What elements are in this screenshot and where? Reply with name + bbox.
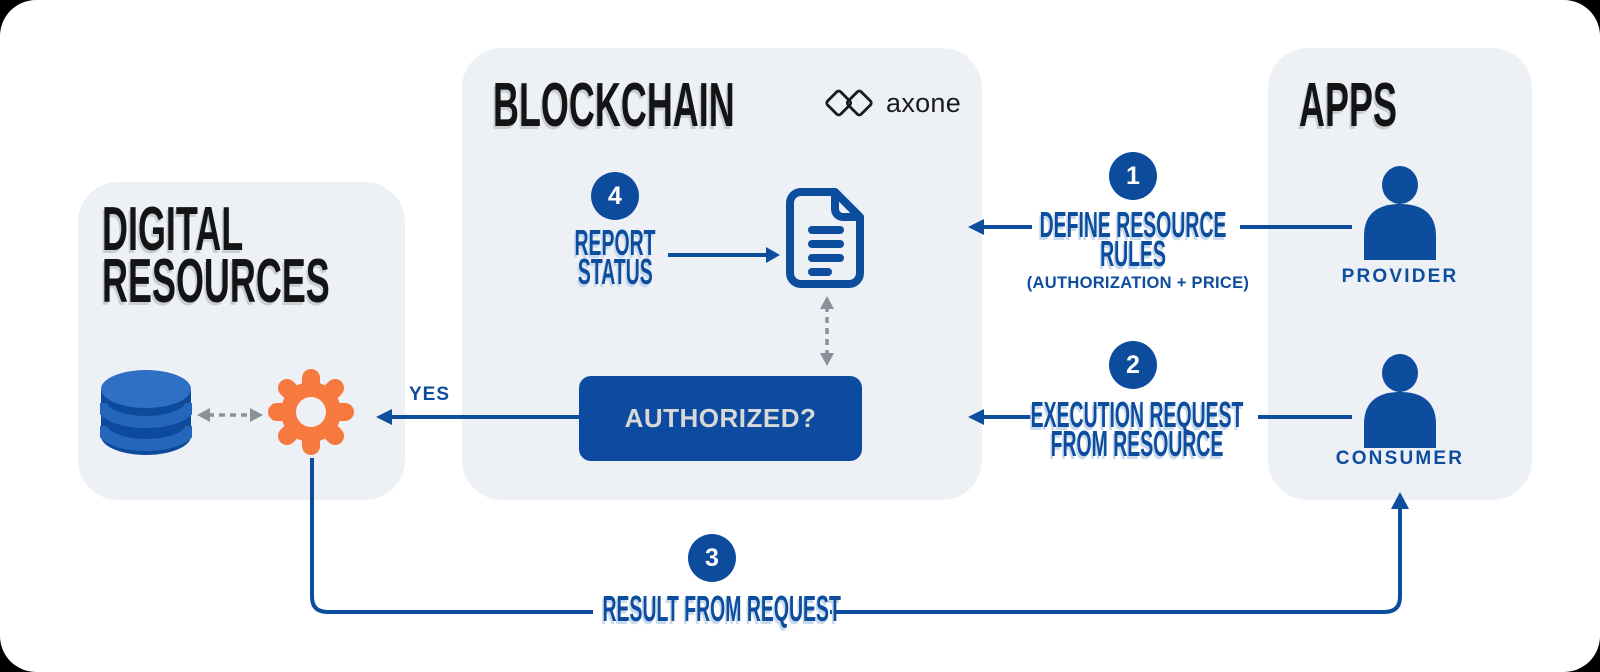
axone-diamonds-icon <box>825 89 873 117</box>
document-icon <box>786 188 864 288</box>
step4-badge: 4 <box>591 172 639 220</box>
step3-label: RESULT FROM REQUEST <box>602 588 841 629</box>
axone-logo: axone <box>820 80 961 126</box>
blockchain-title: BLOCKCHAIN <box>493 71 735 140</box>
step2-badge: 2 <box>1109 341 1157 389</box>
step1-label: DEFINE RESOURCE RULES <box>1039 204 1227 274</box>
consumer-label: CONSUMER <box>1335 448 1465 469</box>
step2-label: EXECUTION REQUEST FROM RESOURCE <box>1030 394 1244 464</box>
step1-badge: 1 <box>1109 152 1157 200</box>
digital-resources-title-line1: DIGITAL <box>102 195 244 264</box>
database-icon <box>100 370 192 455</box>
axone-logo-text: axone <box>886 87 962 118</box>
step3-badge: 3 <box>688 534 736 582</box>
provider-person-icon <box>1364 166 1436 260</box>
digital-resources-title-line2: RESOURCES <box>102 247 330 317</box>
step1-sublabel: (AUTHORIZATION + PRICE) <box>1026 274 1250 292</box>
provider-label: PROVIDER <box>1341 266 1459 287</box>
step4-label: REPORT STATUS <box>574 222 656 292</box>
authorized-box-label: AUTHORIZED? <box>624 403 817 433</box>
authorized-box: AUTHORIZED? <box>579 376 862 461</box>
apps-title: APPS <box>1299 71 1397 140</box>
gear-icon <box>268 369 354 455</box>
consumer-person-icon <box>1364 354 1436 448</box>
digital-resources-title: DIGITAL RESOURCES <box>102 195 495 317</box>
yes-label: YES <box>409 384 451 405</box>
